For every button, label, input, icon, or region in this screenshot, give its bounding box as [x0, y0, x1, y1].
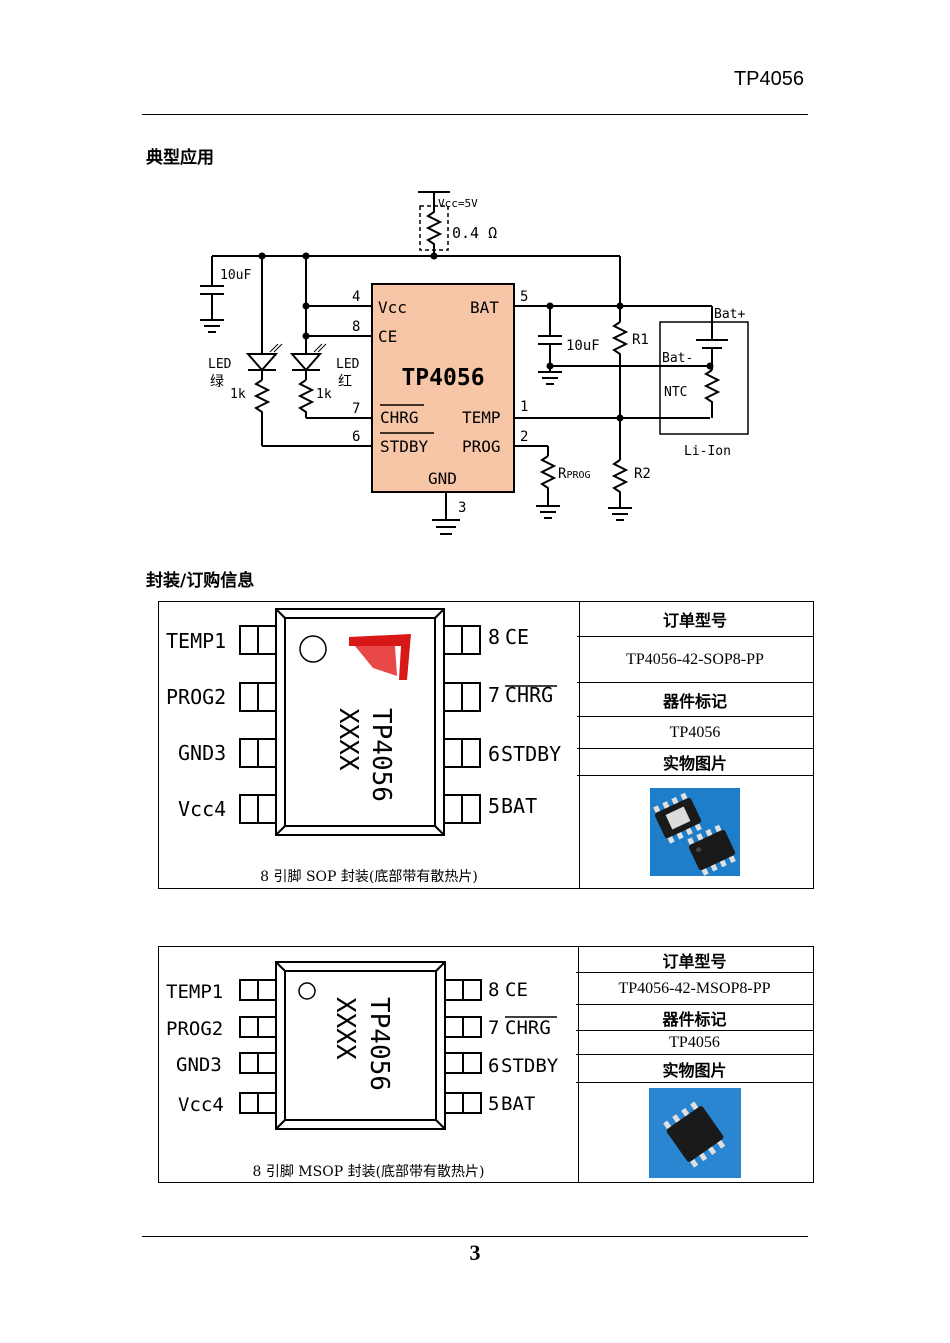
manufacturer-logo: [349, 634, 411, 680]
chip-body: [371, 283, 515, 493]
sop8-order-head: 订单型号: [577, 602, 813, 637]
msop8-marking-line-1: TP4056: [364, 997, 394, 1091]
r1-label: R1: [632, 332, 649, 348]
sop8-pin-2-label: PROG2: [166, 685, 226, 709]
pin-number-7: 7: [352, 401, 360, 417]
res-red-label: 1k: [316, 387, 332, 402]
msop8-mark-head: 器件标记: [576, 1005, 813, 1031]
bat-plus-label: Bat+: [714, 307, 745, 322]
sop8-pin-6-num: 6: [488, 742, 500, 766]
msop8-pin-1-label: TEMP1: [166, 981, 223, 1003]
section-title-typical-application: 典型应用: [146, 148, 214, 168]
pin-number-5: 5: [520, 289, 528, 305]
typical-application-schematic: Vcc=5V 0.4 Ω 10uF LED 绿 1k LED 红 1k Vcc …: [200, 191, 749, 535]
pin-chrg-label: CHRG: [380, 408, 419, 427]
msop8-order-info: 订单型号 TP4056-42-MSOP8-PP 器件标记 TP4056 实物图片: [576, 947, 813, 1182]
sop8-pin-3-label: GND3: [178, 741, 226, 765]
sop8-pinout-diagram: TEMP1 PROG2 GND3 Vcc4 8 CE 7 CHRG 6 STDB…: [166, 608, 561, 836]
led-red-color: 红: [338, 374, 352, 390]
r2-label: R2: [634, 466, 651, 482]
rprog-label: RPROG: [558, 466, 591, 482]
sop8-order-value: TP4056-42-SOP8-PP: [577, 637, 813, 683]
pin-ce-label: CE: [378, 327, 397, 346]
msop8-pin-7-num: 7: [488, 1017, 499, 1039]
msop8-package-box: TEMP1 PROG2 GND3 Vcc4 8 CE 7 CHRG 6 STDB…: [158, 946, 814, 1183]
sop8-mark-head: 器件标记: [577, 683, 813, 717]
pin-number-6: 6: [352, 429, 360, 445]
pin-number-4: 4: [352, 289, 360, 305]
output-cap-label: 10uF: [566, 338, 600, 354]
vcc-label: Vcc=5V: [438, 197, 478, 210]
sense-resistor-label: 0.4 Ω: [452, 224, 497, 242]
sop8-chip-photo: [650, 788, 740, 876]
footer-divider: [142, 1236, 808, 1237]
msop8-caption: 8 引脚 MSOP 封装(底部带有散热片): [252, 1164, 485, 1180]
led-green-color: 绿: [210, 374, 224, 390]
chip-name-label: TP4056: [401, 365, 484, 391]
msop8-photo-head: 实物图片: [576, 1055, 813, 1083]
msop8-pin-2-label: PROG2: [166, 1018, 223, 1040]
pin-number-3: 3: [458, 500, 466, 516]
msop8-pin-3-label: GND3: [176, 1054, 222, 1076]
sop8-pin-7-name: CHRG: [505, 683, 553, 707]
sop8-pin-4-label: Vcc4: [178, 797, 226, 821]
msop8-marking-line-2: XXXX: [330, 997, 360, 1060]
msop8-pin-6-name: STDBY: [501, 1055, 559, 1077]
res-green-label: 1k: [230, 387, 246, 402]
pin-vcc-label: Vcc: [378, 298, 407, 317]
led-red-label: LED: [336, 357, 360, 372]
msop8-photo-cell: [576, 1083, 813, 1182]
msop8-pinout-panel: TEMP1 PROG2 GND3 Vcc4 8 CE 7 CHRG 6 STDB…: [159, 947, 579, 1182]
msop8-mark-value: TP4056: [576, 1031, 813, 1055]
pin-bat-label: BAT: [470, 298, 499, 317]
sop8-pin-6-name: STDBY: [501, 742, 561, 766]
ntc-label: NTC: [664, 385, 687, 400]
sop8-package-box: TEMP1 PROG2 GND3 Vcc4 8 CE 7 CHRG 6 STDB…: [158, 601, 814, 889]
pin-number-2: 2: [520, 429, 528, 445]
sop8-pin-8-num: 8: [488, 625, 500, 649]
msop8-pin-7-name: CHRG: [505, 1017, 551, 1039]
sop8-pinout-panel: TEMP1 PROG2 GND3 Vcc4 8 CE 7 CHRG 6 STDB…: [159, 602, 580, 888]
sop8-caption: 8 引脚 SOP 封装(底部带有散热片): [260, 869, 478, 885]
header-title: TP4056: [733, 68, 804, 90]
sop8-pin-1-label: TEMP1: [166, 629, 226, 653]
pin-temp-label: TEMP: [462, 408, 501, 427]
header-divider: [142, 114, 808, 115]
sop8-pin-5-name: BAT: [501, 794, 537, 818]
msop8-order-value: TP4056-42-MSOP8-PP: [576, 973, 813, 1005]
input-cap-label: 10uF: [220, 268, 251, 283]
sop8-pin-5-num: 5: [488, 794, 500, 818]
sop8-marking-line-1: TP4056: [366, 708, 396, 802]
sop8-photo-cell: [577, 776, 813, 888]
page-number: 3: [469, 1240, 481, 1265]
section-title-package-info: 封装/订购信息: [146, 571, 255, 591]
msop8-chip-photo: [648, 1087, 741, 1178]
pin-prog-label: PROG: [462, 437, 501, 456]
msop8-pin-8-num: 8: [488, 979, 499, 1001]
msop8-pin-4-label: Vcc4: [178, 1094, 224, 1116]
pin-number-1: 1: [520, 399, 528, 415]
li-ion-label: Li-Ion: [684, 444, 731, 459]
msop8-pin-6-num: 6: [488, 1055, 499, 1077]
sop8-photo-head: 实物图片: [577, 749, 813, 776]
msop8-pinout-diagram: TEMP1 PROG2 GND3 Vcc4 8 CE 7 CHRG 6 STDB…: [166, 961, 559, 1130]
pin-gnd-label: GND: [428, 469, 457, 488]
msop8-pin-5-num: 5: [488, 1093, 499, 1115]
led-green-label: LED: [208, 357, 232, 372]
sop8-pin-7-num: 7: [488, 683, 500, 707]
sop8-marking-line-2: XXXX: [333, 708, 363, 771]
pin-stdby-label: STDBY: [380, 437, 429, 456]
pin-number-8: 8: [352, 319, 360, 335]
msop8-order-head: 订单型号: [576, 947, 813, 973]
sop8-order-info: 订单型号 TP4056-42-SOP8-PP 器件标记 TP4056 实物图片: [577, 602, 813, 888]
sop8-pin-8-name: CE: [505, 625, 529, 649]
bat-minus-label: Bat-: [662, 351, 693, 366]
msop8-pin-5-name: BAT: [501, 1093, 535, 1115]
msop8-pin-8-name: CE: [505, 979, 528, 1001]
sop8-mark-value: TP4056: [577, 717, 813, 749]
